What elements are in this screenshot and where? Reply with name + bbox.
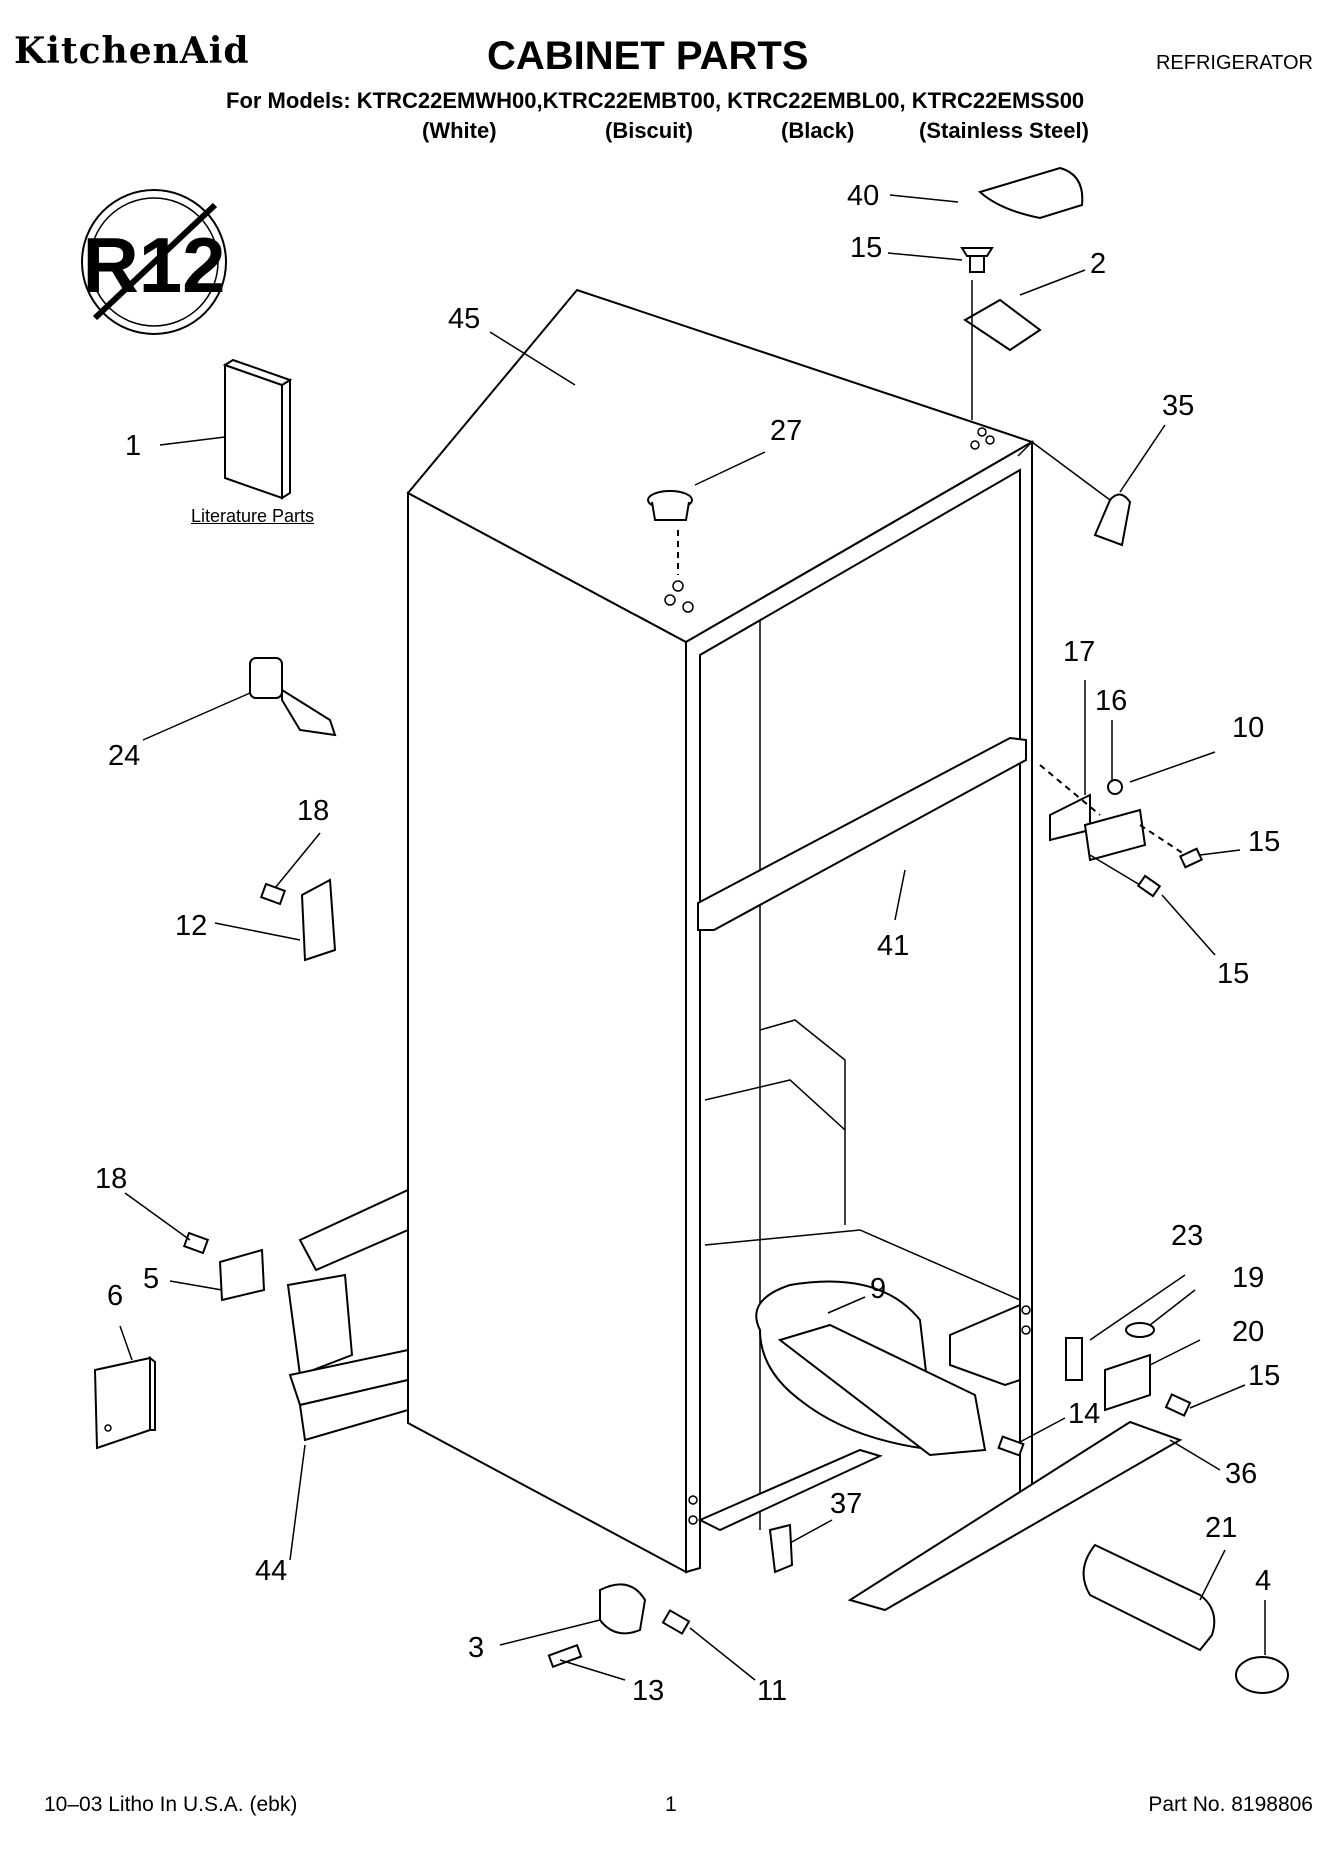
- finish-black: (Black): [781, 118, 855, 143]
- lower-left-brackets: [93, 1188, 409, 1450]
- callout-leaders: [119, 194, 1266, 1681]
- callout-11: 11: [757, 1675, 788, 1707]
- callout-9: 9: [870, 1273, 887, 1305]
- literature-parts-label: Literature Parts: [191, 506, 315, 526]
- callout-12: 12: [175, 910, 208, 942]
- water-filter-cartridge: [1082, 1543, 1289, 1694]
- callout-17: 17: [1063, 636, 1096, 668]
- hinge-cap-part: [1093, 493, 1132, 547]
- callout-5: 5: [143, 1263, 160, 1295]
- top-hinge-assembly: [960, 166, 1084, 420]
- callout-40: 40: [847, 180, 880, 212]
- water-filter-housing: [755, 1280, 1183, 1612]
- footer-part-number: Part No. 8198806: [1148, 1793, 1313, 1816]
- callout-21: 21: [1205, 1512, 1238, 1544]
- callout-19: 19: [1232, 1262, 1265, 1294]
- callout-41: 41: [877, 930, 910, 962]
- callout-36: 36: [1225, 1458, 1258, 1490]
- callout-6: 6: [107, 1280, 124, 1312]
- callout-4: 4: [1255, 1565, 1272, 1597]
- hinge-pin-part: [259, 878, 337, 962]
- roller-assembly: [547, 1583, 691, 1669]
- footer-page-number: 1: [665, 1793, 677, 1816]
- page-title: CABINET PARTS: [487, 34, 809, 78]
- callout-37: 37: [830, 1488, 863, 1520]
- finish-white: (White): [422, 118, 497, 143]
- footer-litho: 10–03 Litho In U.S.A. (ebk): [44, 1793, 298, 1816]
- callout-3: 3: [468, 1632, 485, 1664]
- callout-1: 1: [125, 430, 142, 462]
- callout-15-center-right: 15: [1248, 826, 1281, 858]
- callout-15-center-lower: 15: [1217, 958, 1250, 990]
- document-type: REFRIGERATOR: [1155, 52, 1313, 74]
- callout-10: 10: [1232, 712, 1265, 744]
- callout-18-lower: 18: [95, 1163, 128, 1195]
- plug-part: [647, 490, 693, 575]
- callout-13: 13: [632, 1675, 665, 1707]
- center-hinge-assembly: [1039, 764, 1204, 898]
- finish-biscuit: (Biscuit): [605, 118, 693, 143]
- clip-37-part: [768, 1523, 794, 1574]
- callout-27: 27: [770, 415, 803, 447]
- callout-2: 2: [1090, 248, 1107, 280]
- callout-24: 24: [108, 740, 141, 772]
- screw-14-part: [997, 1435, 1025, 1457]
- callout-16: 16: [1095, 685, 1128, 717]
- callout-14: 14: [1068, 1398, 1101, 1430]
- finish-stainless: (Stainless Steel): [919, 118, 1089, 143]
- callout-15-lower: 15: [1248, 1360, 1281, 1392]
- door-stop-part: [249, 657, 337, 737]
- callout-35: 35: [1162, 390, 1195, 422]
- callout-45: 45: [448, 303, 481, 335]
- models-line: For Models: KTRC22EMWH00,KTRC22EMBT00, K…: [226, 88, 1085, 113]
- cabinet-shell: [406, 288, 1035, 1574]
- no-r12-badge: R12: [81, 189, 227, 335]
- callout-15-top: 15: [850, 232, 883, 264]
- callout-18-upper: 18: [297, 795, 330, 827]
- lower-hinge-assembly: [1065, 1322, 1192, 1417]
- literature-booklet: [222, 358, 293, 500]
- callout-44: 44: [255, 1555, 288, 1587]
- callout-20: 20: [1232, 1316, 1265, 1348]
- callout-23: 23: [1171, 1220, 1204, 1252]
- brand-logo: KitchenAid: [14, 30, 250, 72]
